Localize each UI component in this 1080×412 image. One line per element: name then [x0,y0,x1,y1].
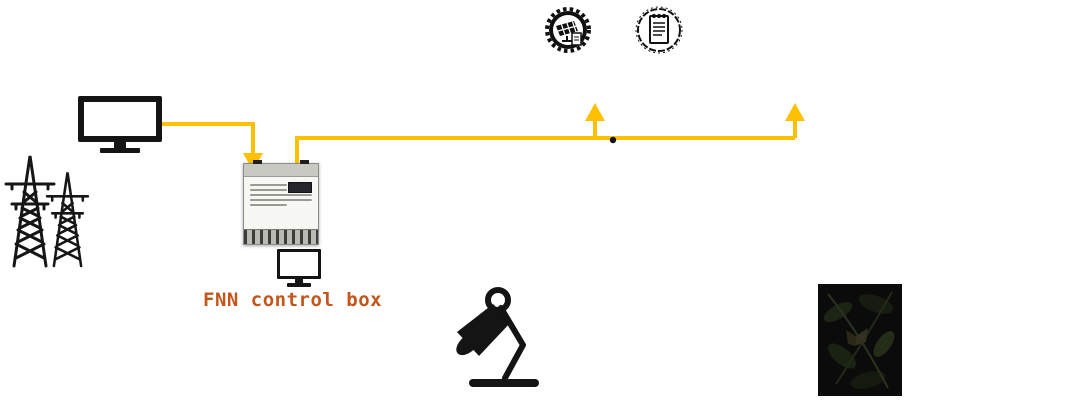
junction-dot [609,136,617,144]
small-monitor-neck [295,279,303,283]
small-monitor-base [287,283,311,287]
solar-panel-badge-icon [545,7,591,53]
device-text-line [250,184,288,186]
transmission-tower-icon [4,154,90,268]
dark-foliage-photo [818,284,902,396]
fnn-control-box-device [243,160,319,245]
monitor-icon [78,96,162,153]
device-display [288,182,312,193]
monitor-screen [78,96,162,142]
device-text-line [250,194,312,196]
device-clip [253,160,262,164]
device-label-area [244,177,318,229]
device-top-strip [244,164,318,177]
device-clip [300,160,309,164]
device-text-line [250,189,288,191]
monitor-neck [114,142,126,148]
up-arrow-icon [585,103,605,121]
up-arrow-icon [785,103,805,121]
device-terminals [244,229,318,244]
device-text-line [250,204,288,206]
small-monitor-screen [277,249,321,279]
wire-monitor-to-device [160,122,255,154]
small-monitor-icon [277,249,321,287]
fnn-control-box-label: FNN control box [203,289,383,311]
document-badge-icon [635,6,683,54]
foliage-texture [823,291,895,390]
device-text-line [250,199,312,201]
monitor-base [100,148,140,153]
desk-lamp-icon [456,287,539,387]
